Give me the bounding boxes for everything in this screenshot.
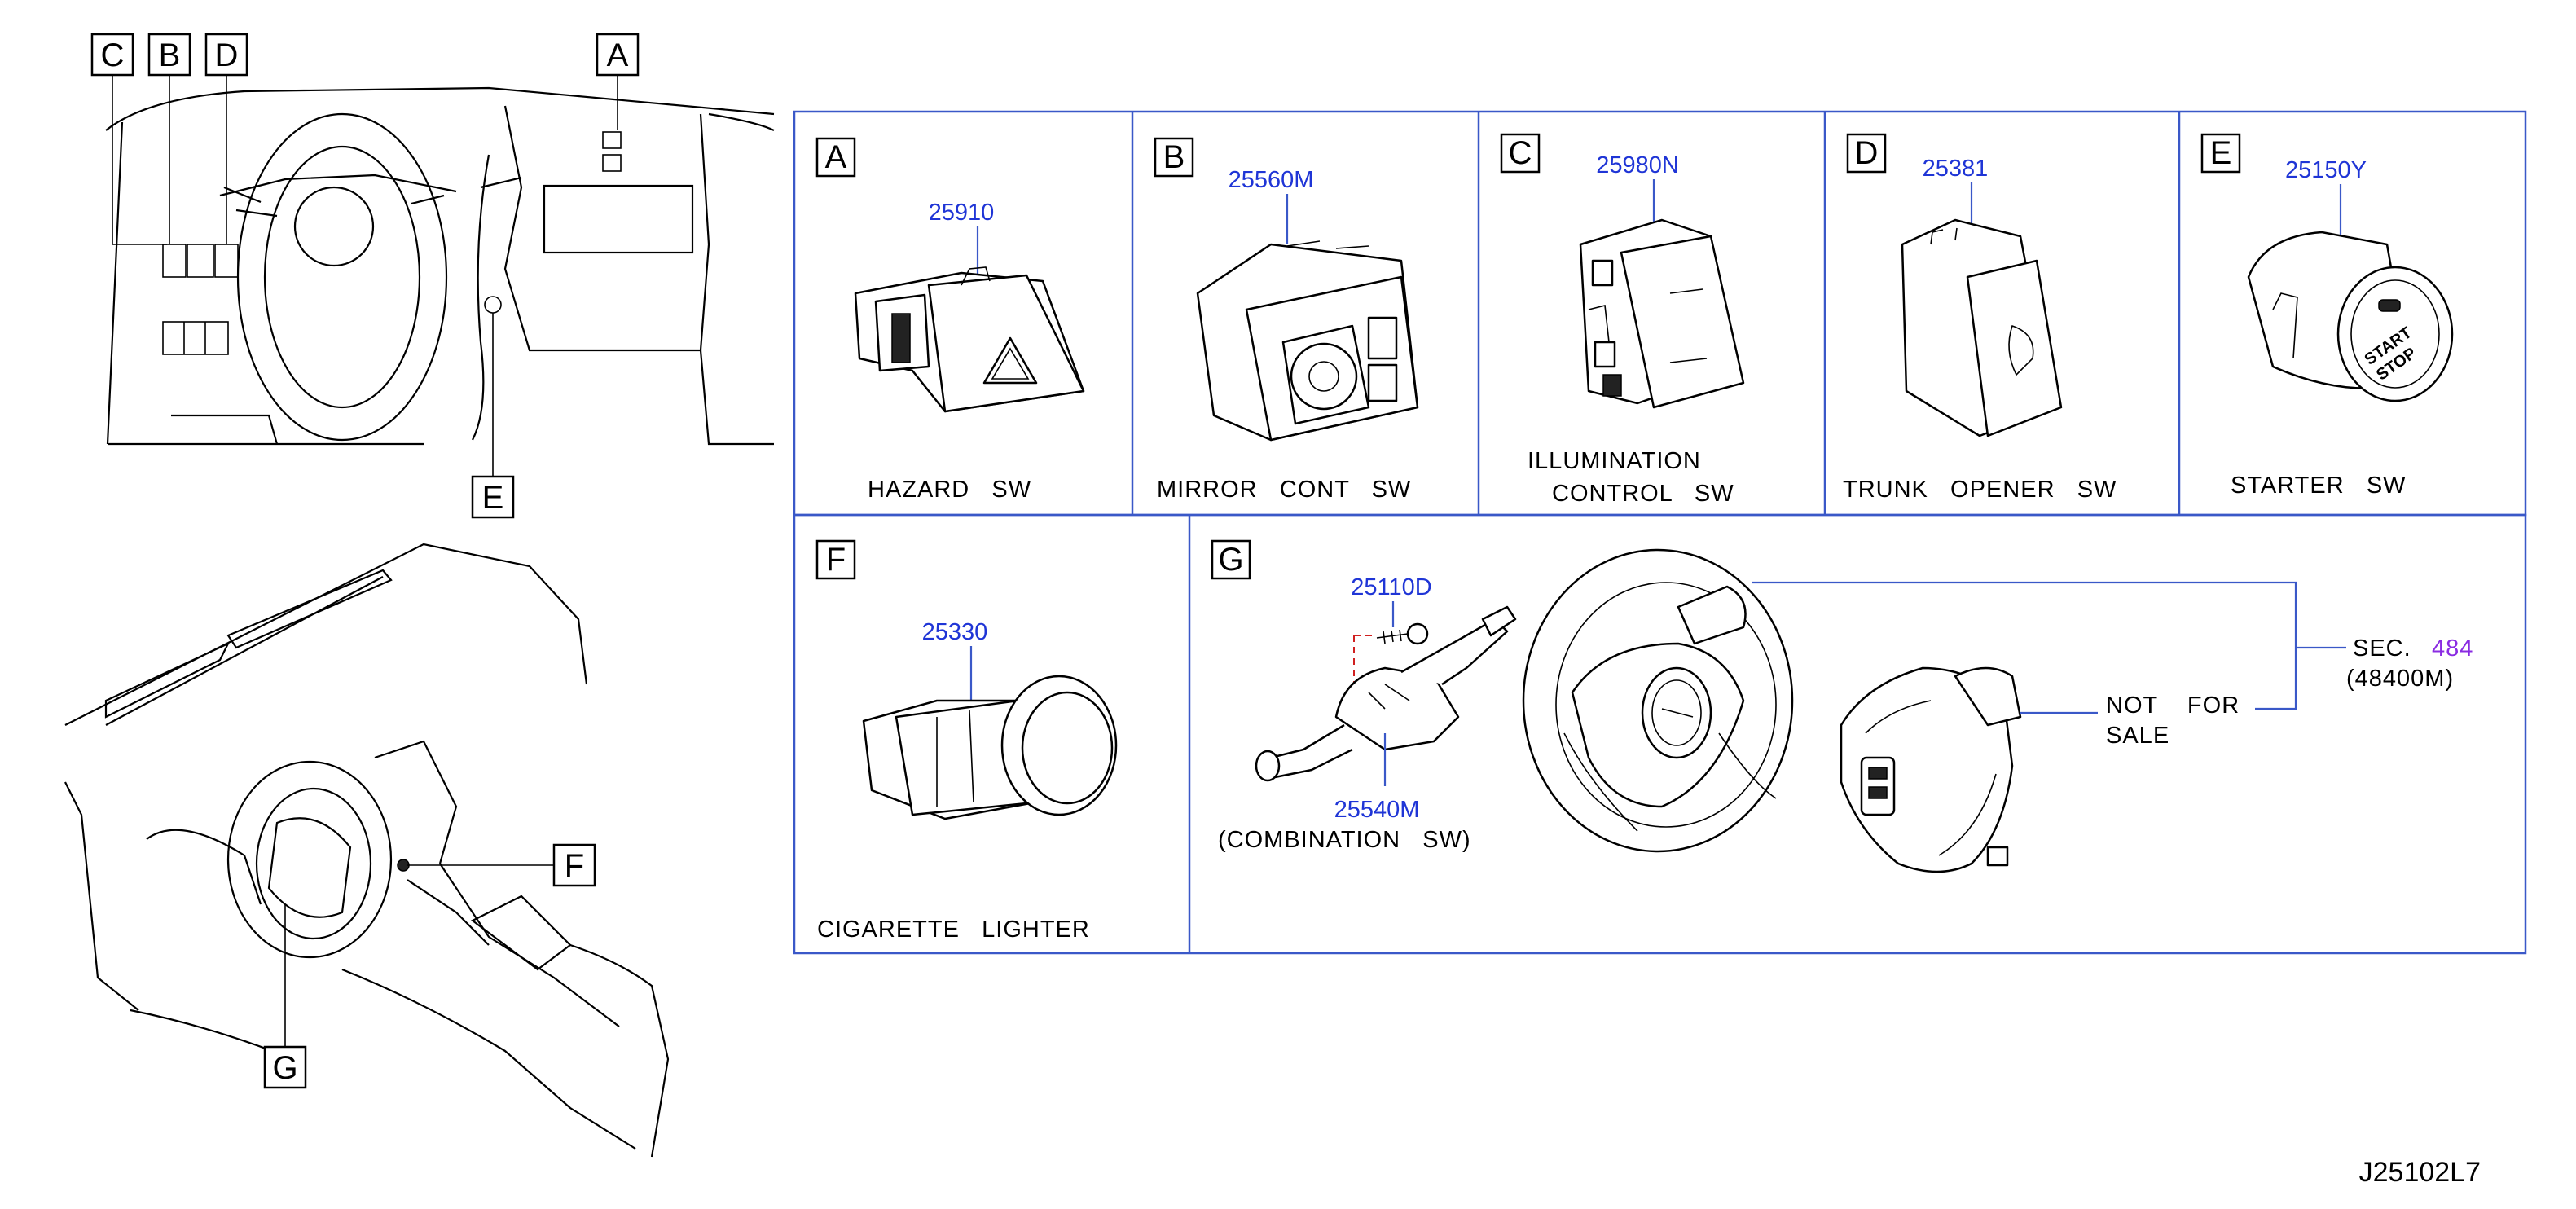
combination-part-number: 25540M: [1334, 797, 1420, 823]
svg-text:G: G: [1218, 542, 1243, 578]
sec-number-link[interactable]: 484: [2432, 635, 2473, 662]
starter-switch-icon: START STOP: [2247, 231, 2454, 402]
combination-switch-icon: [1255, 605, 1517, 782]
svg-text:E: E: [482, 480, 504, 516]
parts-grid: [793, 110, 2527, 955]
not-for-sale-line-2: SALE: [2106, 723, 2169, 749]
svg-text:A: A: [825, 139, 847, 175]
panel-f-cigarette-lighter: F 25330 CIGARETTE LIGHTER: [815, 539, 1118, 943]
panel-e-starter-switch: E 25150Y START STOP STARTER SW: [2200, 133, 2454, 499]
panel-d-trunk-opener-switch: D 25381 TRUNK OPENER SW: [1843, 133, 2117, 503]
svg-text:B: B: [1163, 139, 1185, 175]
panel-g-combination-switch: G 25110D 25540M (COMBINATION SW): [1211, 539, 2473, 873]
not-for-sale-line-1: NOT FOR: [2106, 692, 2240, 719]
callout-C: C: [90, 33, 134, 77]
dashboard-overview: [105, 75, 775, 477]
caption-line-1: ILLUMINATION: [1528, 448, 1701, 474]
callout-A: A: [596, 33, 640, 77]
part-number: 25381: [1923, 156, 1989, 182]
callout-D: D: [204, 33, 248, 77]
caption: HAZARD SW: [868, 477, 1031, 503]
panel-c-illumination-switch: C 25980N ILLUMINATION CONTROL SW: [1500, 133, 1745, 507]
steering-wheel-icon: [1522, 548, 1794, 853]
mirror-control-switch-icon: [1196, 240, 1419, 442]
panel-b-mirror-control-switch: B 25560M MIRROR CONT SW: [1154, 137, 1419, 503]
svg-text:D: D: [1855, 135, 1879, 171]
caption: STARTER SW: [2231, 473, 2407, 499]
svg-text:D: D: [215, 37, 239, 73]
screw-icon: [1376, 622, 1429, 645]
part-number: 25330: [922, 619, 988, 645]
callout-F: F: [552, 843, 596, 887]
callout-E: E: [471, 475, 515, 519]
cigarette-lighter-icon: [862, 675, 1118, 820]
svg-text:G: G: [272, 1050, 297, 1086]
svg-text:F: F: [565, 848, 584, 884]
caption-line-2: CONTROL SW: [1552, 481, 1734, 507]
part-number: 25910: [929, 200, 995, 226]
sec-label: SEC.: [2353, 635, 2411, 662]
part-number: 25150Y: [2285, 157, 2367, 183]
svg-text:F: F: [826, 542, 846, 578]
caption: CIGARETTE LIGHTER: [817, 917, 1090, 943]
interior-overview: [64, 543, 670, 1158]
illumination-switch-icon: [1579, 218, 1745, 409]
panel-a-hazard-switch: A 25910 HAZARD SW: [815, 137, 1085, 503]
sec-ref: (48400M): [2346, 666, 2454, 692]
callout-B: B: [147, 33, 191, 77]
svg-text:B: B: [159, 37, 181, 73]
steering-remote-switch-icon: [1840, 666, 2022, 873]
trunk-opener-switch-icon: [1901, 218, 2063, 437]
hazard-switch-icon: [854, 266, 1085, 413]
svg-text:E: E: [2210, 135, 2232, 171]
diagram-reference-code: J25102L7: [2359, 1157, 2481, 1188]
svg-text:A: A: [607, 37, 629, 73]
caption: MIRROR CONT SW: [1157, 477, 1411, 503]
combination-caption: (COMBINATION SW): [1218, 827, 1471, 853]
caption: TRUNK OPENER SW: [1843, 477, 2117, 503]
svg-text:C: C: [1509, 135, 1532, 171]
callout-G: G: [263, 1045, 307, 1089]
svg-text:C: C: [101, 37, 125, 73]
part-number: 25560M: [1229, 167, 1314, 193]
screw-part-number: 25110D: [1351, 574, 1431, 600]
part-number: 25980N: [1596, 152, 1679, 178]
